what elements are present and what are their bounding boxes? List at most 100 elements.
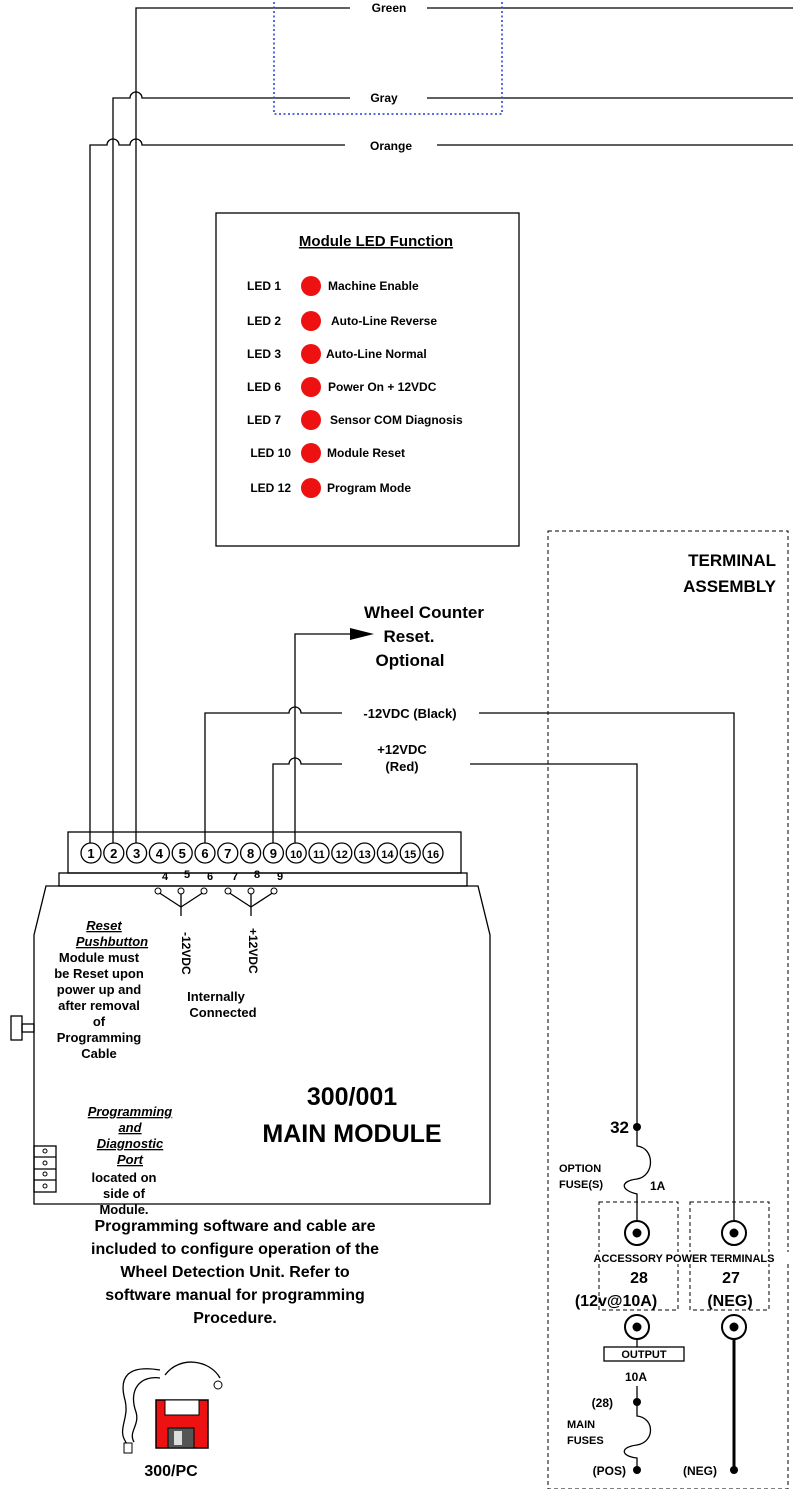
terminal-assembly-title-2: ASSEMBLY bbox=[683, 577, 777, 596]
terminal-number: 14 bbox=[381, 849, 394, 861]
led-id: LED 7 bbox=[247, 413, 281, 427]
reset-description: be Reset upon bbox=[54, 966, 144, 981]
reset-description: Programming bbox=[57, 1030, 142, 1045]
terminal-27-label: 27 bbox=[722, 1270, 740, 1287]
port-title: Diagnostic bbox=[97, 1136, 164, 1151]
terminal-12[interactable]: 12 bbox=[331, 842, 353, 864]
terminal-5[interactable]: 5 bbox=[171, 842, 193, 864]
reset-description: Cable bbox=[81, 1046, 116, 1061]
programming-port[interactable] bbox=[33, 1145, 57, 1193]
main-fuse-section: (28) MAIN FUSES (POS) bbox=[567, 1396, 652, 1478]
option-fuse-section: 32 OPTION FUSE(S) 1A bbox=[559, 1118, 666, 1220]
terminal-8[interactable]: 8 bbox=[239, 842, 262, 864]
gray-wire-label: Gray bbox=[370, 91, 398, 105]
terminal-number: 2 bbox=[110, 846, 117, 861]
output-label: OUTPUT bbox=[621, 1349, 667, 1361]
wheel-counter-line2: Reset. bbox=[383, 627, 434, 646]
terminal-number: 12 bbox=[336, 849, 348, 861]
terminal-number: 6 bbox=[201, 846, 208, 861]
terminal-6[interactable]: 6 bbox=[194, 842, 216, 864]
option-fuse-rating: 1A bbox=[650, 1179, 666, 1193]
port-description: located on bbox=[91, 1170, 156, 1185]
jumper-pin-8: 8 bbox=[254, 869, 260, 881]
output-section: OUTPUT 10A bbox=[603, 1339, 685, 1402]
led-id: LED 10 bbox=[250, 446, 291, 460]
terminal-number: 11 bbox=[313, 849, 325, 861]
module-model: 300/001 bbox=[307, 1083, 397, 1111]
pc-label: 300/PC bbox=[144, 1463, 198, 1480]
jumper-pin-9: 9 bbox=[277, 871, 283, 883]
terminal-32-label: 32 bbox=[610, 1118, 629, 1137]
terminal-13[interactable]: 13 bbox=[353, 842, 376, 864]
reset-pushbutton[interactable] bbox=[10, 1015, 35, 1041]
main-label: MAIN bbox=[567, 1419, 595, 1431]
terminal-11[interactable]: 11 bbox=[308, 842, 330, 864]
software-note-line: included to configure operation of the bbox=[91, 1241, 379, 1258]
module-name: MAIN MODULE bbox=[262, 1120, 441, 1148]
reset-title: Pushbutton bbox=[76, 934, 148, 949]
led-label: Module Reset bbox=[327, 446, 405, 460]
terminal-assembly: TERMINAL ASSEMBLY bbox=[547, 530, 789, 1489]
terminal-10[interactable]: 10 bbox=[285, 842, 307, 864]
connected-label: Connected bbox=[189, 1005, 256, 1020]
led-label: Power On + 12VDC bbox=[328, 380, 437, 394]
jumper-pin-7: 7 bbox=[232, 871, 238, 883]
terminal-15[interactable]: 15 bbox=[399, 842, 421, 864]
terminal-4[interactable]: 4 bbox=[148, 842, 171, 864]
terminal-28-bottom bbox=[624, 1314, 650, 1340]
terminal-number: 16 bbox=[427, 849, 439, 861]
terminal-number: 3 bbox=[133, 846, 140, 861]
led-indicator-icon bbox=[301, 311, 321, 331]
terminal-3[interactable]: 3 bbox=[125, 842, 148, 864]
pos12-label-1: +12VDC bbox=[377, 742, 427, 757]
led-id: LED 1 bbox=[247, 279, 281, 293]
terminal-9[interactable]: 9 bbox=[262, 842, 285, 864]
terminal-14[interactable]: 14 bbox=[376, 842, 399, 864]
port-title: and bbox=[118, 1120, 142, 1135]
reset-description: of bbox=[93, 1014, 106, 1029]
port-description: side of bbox=[103, 1186, 146, 1201]
port-title: Programming bbox=[88, 1104, 173, 1119]
terminal-number: 9 bbox=[270, 846, 277, 861]
terminal-2[interactable]: 2 bbox=[103, 842, 125, 864]
software-note-line: Procedure. bbox=[193, 1310, 277, 1327]
software-note-line: Programming software and cable are bbox=[95, 1218, 376, 1235]
pos12-module-label: +12VDC bbox=[246, 928, 260, 974]
terminal-1[interactable]: 1 bbox=[80, 842, 102, 864]
software-note-line: Wheel Detection Unit. Refer to bbox=[120, 1264, 350, 1281]
led-id: LED 6 bbox=[247, 380, 281, 394]
terminal-7[interactable]: 7 bbox=[217, 842, 239, 864]
terminal-27-bottom bbox=[721, 1314, 747, 1340]
orange-wire: Orange bbox=[89, 138, 793, 852]
terminal-28-top bbox=[624, 1220, 650, 1246]
reset-description: after removal bbox=[58, 998, 140, 1013]
terminal-28-label: 28 bbox=[630, 1270, 648, 1287]
led-indicator-icon bbox=[301, 344, 321, 364]
port-description: Module. bbox=[99, 1202, 148, 1217]
pos12-label-2: (Red) bbox=[385, 759, 418, 774]
led-indicator-icon bbox=[301, 443, 321, 463]
output-10a-label: 10A bbox=[625, 1370, 647, 1384]
led-label: Machine Enable bbox=[328, 279, 419, 293]
neg12-label: -12VDC (Black) bbox=[363, 706, 456, 721]
terminal-number: 4 bbox=[156, 846, 164, 861]
terminal-16[interactable]: 16 bbox=[422, 842, 444, 864]
led-id: LED 2 bbox=[247, 314, 281, 328]
led-indicator-icon bbox=[301, 377, 321, 397]
neg-label: (NEG) bbox=[707, 1293, 752, 1310]
accessory-power-terminals-label: ACCESSORY POWER TERMINALS bbox=[594, 1253, 775, 1265]
green-wire-label: Green bbox=[372, 1, 407, 15]
led-panel-title: Module LED Function bbox=[299, 233, 453, 250]
led-indicator-icon bbox=[301, 410, 321, 430]
terminal-number: 7 bbox=[224, 846, 231, 861]
led-id: LED 12 bbox=[250, 481, 291, 495]
led-function-panel: Module LED Function LED 1 Machine EnableL… bbox=[215, 212, 520, 547]
neg12-module-label: -12VDC bbox=[179, 932, 193, 975]
jumper-pos: 7 8 9 +12VDC bbox=[224, 869, 283, 974]
led-label: Auto-Line Normal bbox=[326, 347, 427, 361]
